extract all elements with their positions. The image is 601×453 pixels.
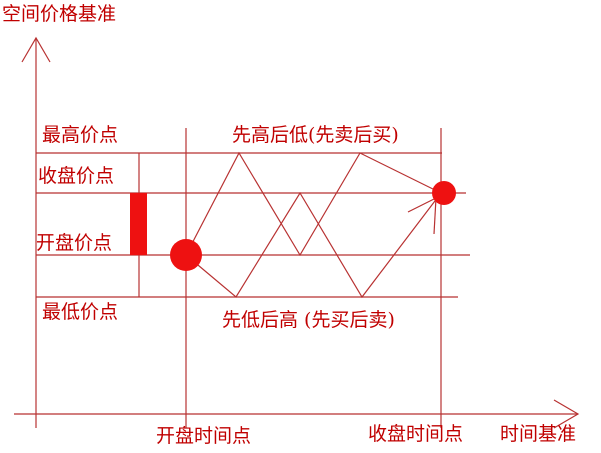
close-arrow-head-left bbox=[407, 197, 437, 213]
close-arrow-head-down bbox=[433, 197, 437, 235]
open-point-marker bbox=[170, 239, 202, 271]
low-first-path-label: 先低后高 (先买后卖) bbox=[222, 309, 395, 331]
open-level-label: 开盘价点 bbox=[36, 232, 113, 254]
low-first-path bbox=[185, 191, 442, 299]
low-level-label: 最低价点 bbox=[42, 301, 119, 323]
close-point-marker bbox=[432, 181, 456, 205]
x-axis-label: 时间基准 bbox=[500, 423, 577, 445]
close-level-label: 收盘价点 bbox=[38, 165, 115, 187]
open-time-label: 开盘时间点 bbox=[156, 425, 252, 447]
high-first-path-label: 先高后低(先卖后买) bbox=[232, 124, 399, 146]
high-level-label: 最高价点 bbox=[42, 124, 119, 146]
high-first-path bbox=[185, 151, 442, 257]
x-axis-arrow bbox=[553, 399, 580, 429]
close-time-label: 收盘时间点 bbox=[368, 423, 464, 445]
candle-body bbox=[130, 193, 147, 255]
y-axis-label: 空间价格基准 bbox=[2, 3, 117, 25]
y-axis-arrow bbox=[21, 36, 51, 63]
